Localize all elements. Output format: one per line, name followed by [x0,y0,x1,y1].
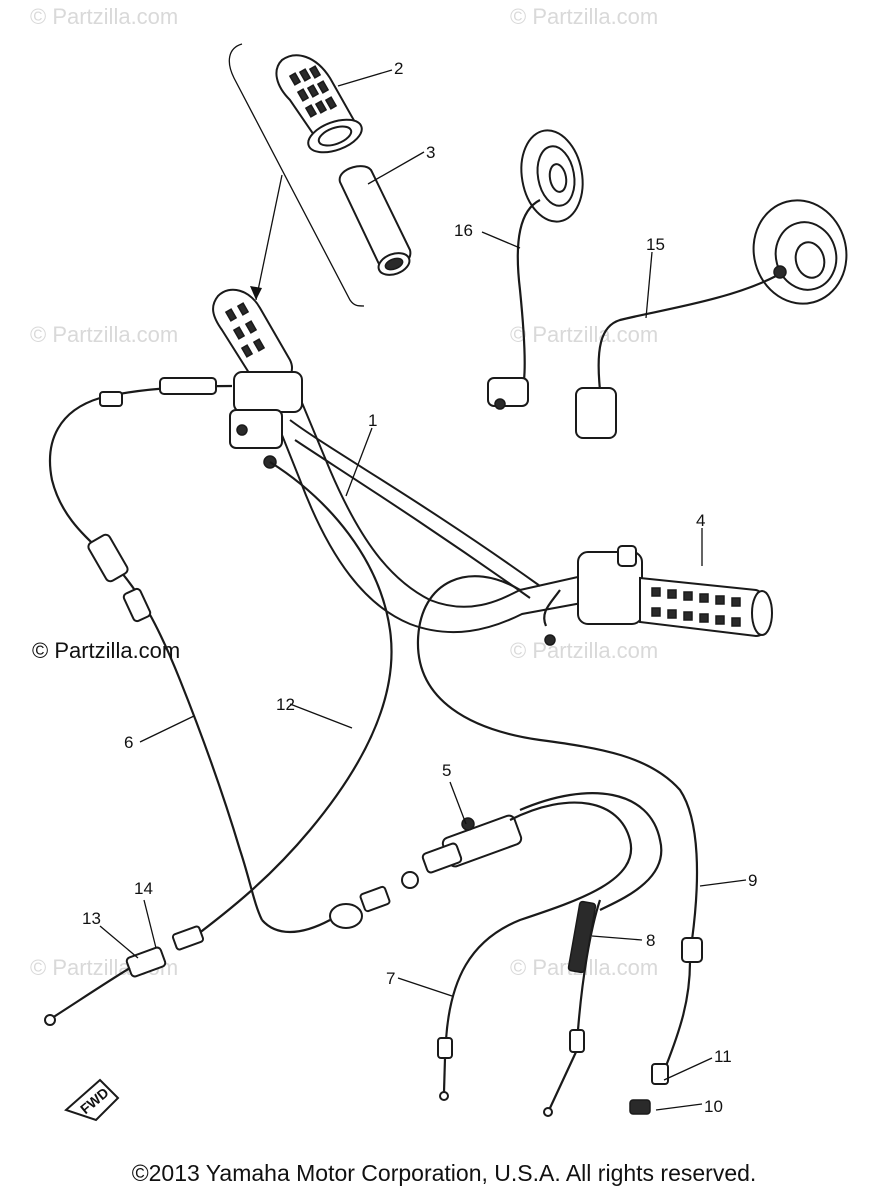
callout-8: 8 [646,931,655,950]
watermark: © Partzilla.com [30,4,179,29]
part-16-mirror [487,129,584,410]
part-12-clutch-cable [189,461,393,941]
callout-2: 2 [394,59,403,78]
watermark: © Partzilla.com [510,4,659,29]
callout-15: 15 [646,235,665,254]
part-5-junction [329,814,523,929]
left-grip-assembly [212,288,303,469]
callout-labels: 1 2 3 4 5 6 7 8 9 10 11 12 13 14 15 16 [82,59,757,1116]
partzilla-copyright: © Partzilla.com [32,638,181,663]
callout-11: 11 [714,1047,732,1066]
callout-14: 14 [134,879,153,898]
callout-6: 6 [124,733,133,752]
part-1-handlebar [248,374,602,634]
callout-4: 4 [696,511,705,530]
part-9-brake-cable [416,575,703,1115]
callout-12: 12 [276,695,295,714]
callout-5: 5 [442,761,451,780]
callout-9: 9 [748,871,757,890]
callout-7: 7 [386,969,395,988]
callout-3: 3 [426,143,435,162]
footer-copyright: ©2013 Yamaha Motor Corporation, U.S.A. A… [131,1160,757,1186]
part-6-throttle-cable [48,377,263,921]
watermark: © Partzilla.com [30,322,179,347]
part-8-cable [519,792,663,1117]
callout-16: 16 [454,221,473,240]
part-3-throttle-tube [338,165,412,276]
part-2-grip [275,54,363,154]
part-7-cable [437,801,633,1101]
watermark: © Partzilla.com [510,322,659,347]
part-15-mirror [575,199,848,439]
callout-1: 1 [368,411,377,430]
callout-10: 10 [704,1097,723,1116]
fwd-marker: FWD [64,1078,120,1122]
inset-bracket [228,43,365,307]
part-4-right-grip [543,545,773,646]
inset-arrowhead [250,286,262,300]
callout-13: 13 [82,909,101,928]
watermark: © Partzilla.com [510,638,659,663]
inset-arrow [255,174,283,301]
part-13-14-adjuster [44,925,205,1026]
leader-lines [99,69,747,1111]
